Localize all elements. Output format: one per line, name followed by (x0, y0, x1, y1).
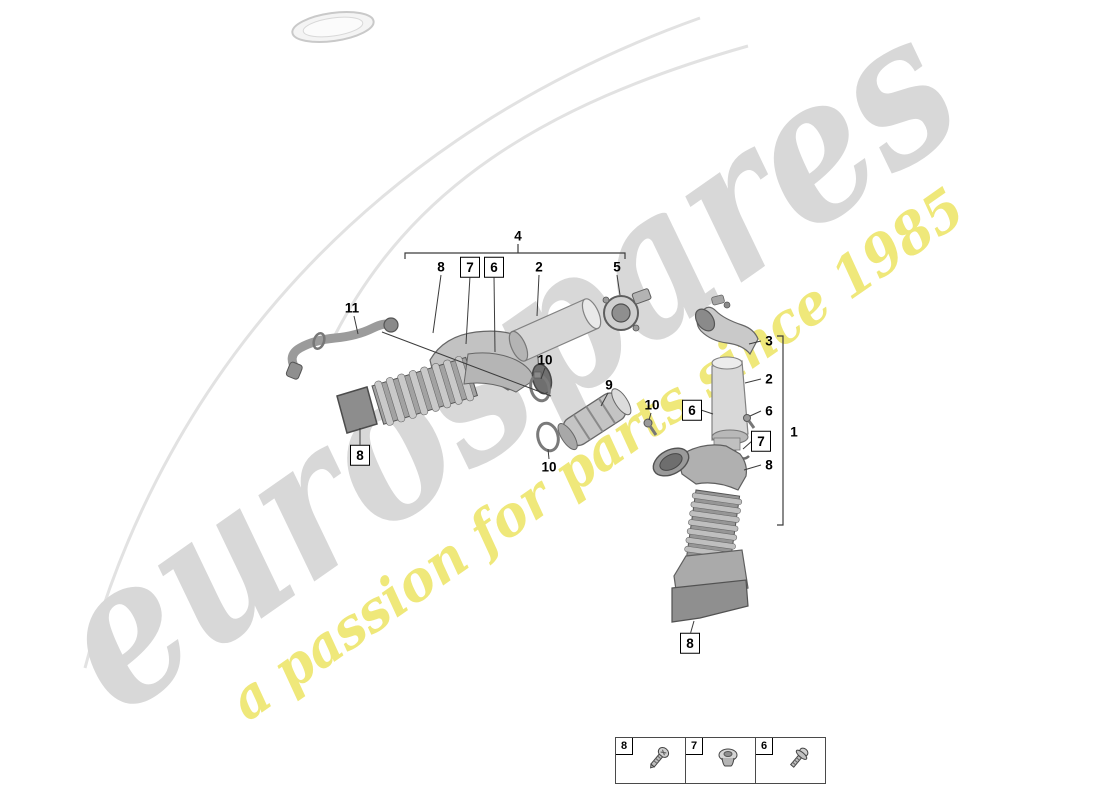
callout-7[interactable]: 7 (460, 256, 480, 278)
part-air-horn (694, 294, 759, 356)
callout-7[interactable]: 7 (751, 430, 771, 452)
part-connecting-hose (557, 388, 632, 451)
legend-item-6: 6 (755, 737, 826, 784)
callout-10[interactable]: 10 (644, 397, 660, 413)
part-intake-tube-left (508, 298, 602, 362)
callout-3[interactable]: 3 (765, 333, 773, 349)
callout-6[interactable]: 6 (682, 399, 702, 421)
callout-11[interactable]: 11 (344, 300, 360, 316)
part-screw-right (743, 414, 756, 429)
callout-2[interactable]: 2 (535, 259, 543, 275)
part-bolt-small (643, 418, 658, 436)
callout-8[interactable]: 8 (350, 444, 370, 466)
callout-10[interactable]: 10 (537, 352, 553, 368)
part-cover-top (291, 11, 375, 43)
part-breather-pipe (285, 317, 399, 380)
callout-6[interactable]: 6 (765, 403, 773, 419)
part-air-duct-right (652, 437, 749, 623)
leader-lines (353, 274, 762, 636)
bracket-assembly-1 (777, 335, 784, 526)
fastener-legend: 8 7 6 (615, 737, 826, 784)
swoosh-curves (83, 16, 749, 669)
callout-1[interactable]: 1 (790, 424, 798, 440)
bracket-assembly-4 (404, 244, 626, 259)
part-clamp-upper (529, 371, 551, 403)
callout-5[interactable]: 5 (613, 259, 621, 275)
part-clamp-lower (536, 421, 560, 453)
callout-8[interactable]: 8 (437, 259, 445, 275)
callout-8[interactable]: 8 (680, 632, 700, 654)
callout-10[interactable]: 10 (541, 459, 557, 475)
pan-head-screw-icon (643, 744, 673, 779)
legend-item-7: 7 (685, 737, 756, 784)
grommet-icon (713, 744, 743, 779)
legend-item-number: 7 (686, 738, 703, 755)
callout-8[interactable]: 8 (765, 457, 773, 473)
callout-2[interactable]: 2 (765, 371, 773, 387)
part-intake-tube-right (711, 356, 749, 445)
callout-9[interactable]: 9 (605, 377, 613, 393)
legend-item-number: 8 (616, 738, 633, 755)
legend-item-8: 8 (615, 737, 686, 784)
flange-screw-icon (783, 744, 813, 779)
legend-item-number: 6 (756, 738, 773, 755)
part-throttle-body (602, 288, 652, 332)
callout-6[interactable]: 6 (484, 256, 504, 278)
callout-4[interactable]: 4 (514, 228, 522, 244)
